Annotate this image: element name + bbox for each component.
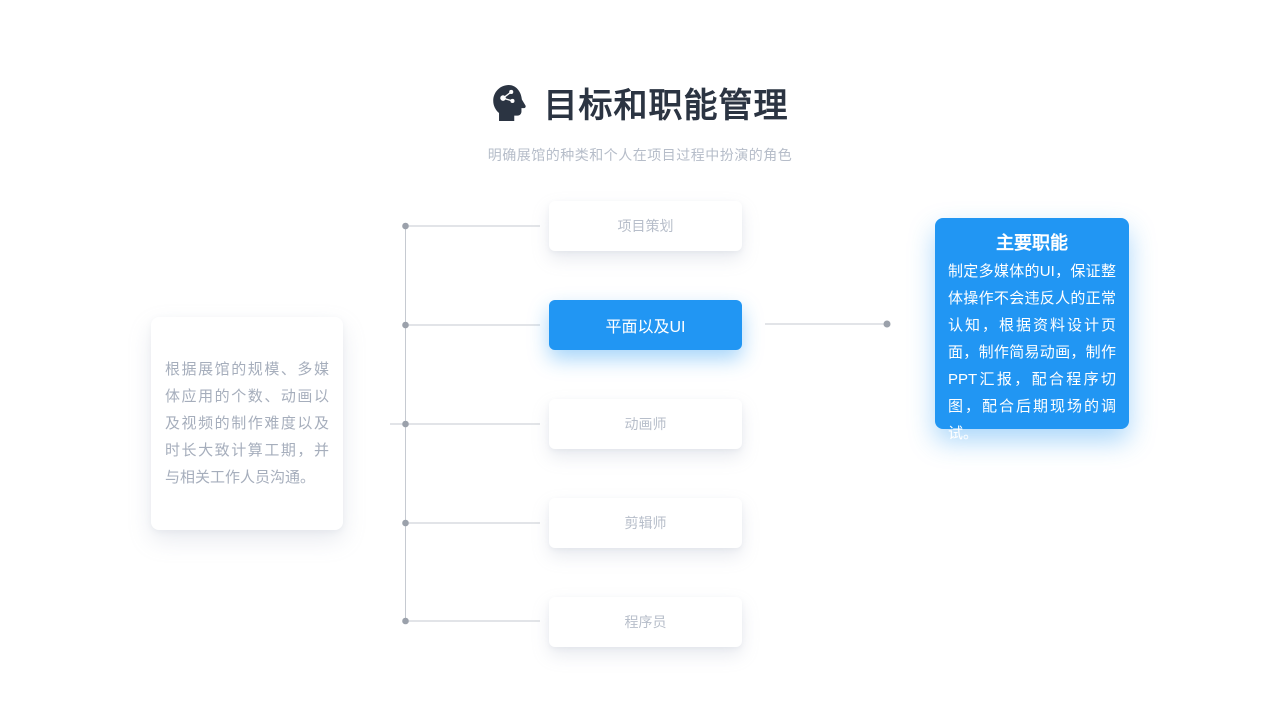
role-label: 项目策划 (617, 218, 674, 234)
slide-header: 目标和职能管理 (0, 78, 1280, 127)
role-box-animator: 动画师 (549, 399, 742, 449)
role-label: 程序员 (624, 614, 667, 630)
head-share-icon (492, 84, 528, 122)
page-title: 目标和职能管理 (543, 87, 789, 125)
role-label: 平面以及UI (605, 319, 686, 336)
page-subtitle: 明确展馆的种类和个人在项目过程中扮演的角色 (487, 147, 793, 163)
estimate-note-text: 根据展馆的规模、多媒体应用的个数、动画以及视频的制作难度以及时长大致计算工期，并… (165, 361, 329, 486)
role-box-project-planning: 项目策划 (549, 201, 742, 251)
role-box-programmer: 程序员 (549, 597, 742, 647)
role-label: 动画师 (624, 416, 667, 432)
estimate-note-card: 根据展馆的规模、多媒体应用的个数、动画以及视频的制作难度以及时长大致计算工期，并… (151, 317, 343, 530)
role-box-graphic-and-ui: 平面以及UI (549, 300, 742, 350)
role-label: 剪辑师 (624, 515, 667, 531)
main-duty-body: 制定多媒体的UI，保证整体操作不会违反人的正常认知，根据资料设计页面，制作简易动… (948, 263, 1116, 442)
main-duty-panel: 主要职能 制定多媒体的UI，保证整体操作不会违反人的正常认知，根据资料设计页面，… (935, 218, 1129, 442)
role-box-editor: 剪辑师 (549, 498, 742, 548)
main-duty-title: 主要职能 (996, 233, 1068, 253)
